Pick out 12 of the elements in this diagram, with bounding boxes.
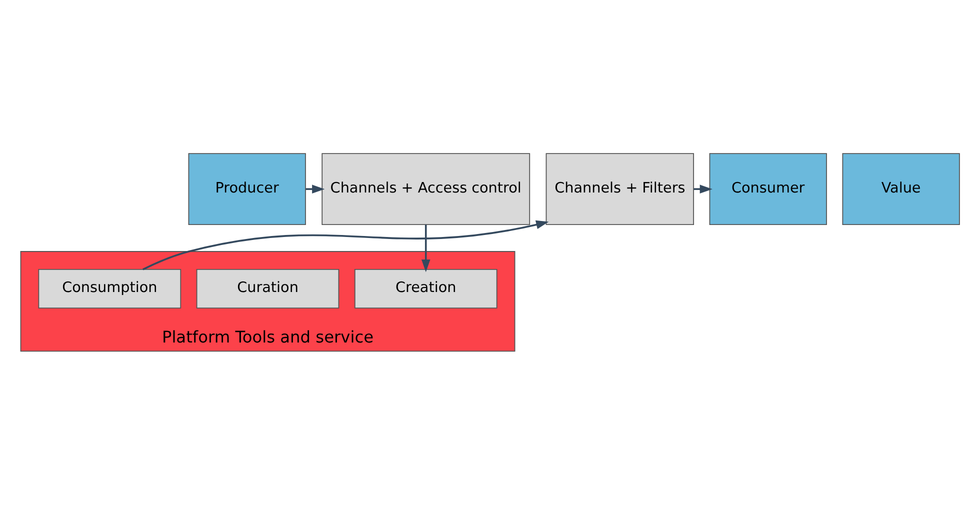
node-box: Value: [842, 152, 960, 224]
node-box: Producer: [188, 152, 306, 224]
node-box: Consumption: [38, 268, 182, 308]
arrow: [142, 220, 549, 270]
arrow: [306, 184, 325, 193]
node-box: Channels + Filters: [546, 152, 694, 224]
node-box: Curation: [196, 268, 340, 308]
arrow: [421, 224, 430, 272]
node-box: Channels + Access control: [322, 152, 530, 224]
node-box: Consumer: [709, 152, 827, 224]
node-box: Creation: [354, 268, 498, 308]
arrow: [694, 184, 712, 193]
